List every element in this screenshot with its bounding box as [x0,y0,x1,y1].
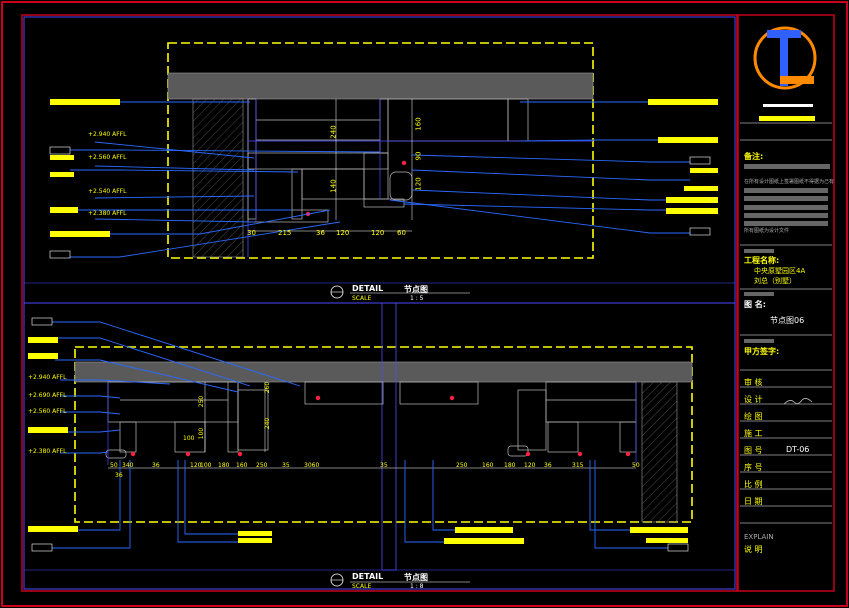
top-wall-hatch [192,98,244,258]
title-block-frame [737,14,835,592]
bottom-dim-h-1: 50 [110,462,118,469]
top-dim-h-3: 36 [316,229,325,237]
bottom-dim-h-12: 250 [456,462,468,469]
bottom-dim-v-3: 100 [198,427,206,440]
bottom-dim-h-14: 180 [504,462,516,469]
top-dim-h-2: 215 [278,229,292,237]
title-block-grid [740,122,832,524]
title-row-label-7: 比 例 [744,480,763,489]
project-line-1: 中央原墅园区4A [754,267,806,275]
title-row-label-6: 序 号 [744,463,763,472]
top-level-4: +2.380 AFFL [88,210,127,217]
top-dim-v-3: 90 [414,151,423,161]
top-dim-v-5: 120 [414,177,423,191]
title-row-label-4: 施 工 [744,429,763,438]
bottom-dim-v-1: 250 [198,395,206,408]
drawing-frame [21,14,738,592]
bottom-dim-h-7: 160 [236,462,248,469]
bottom-dim-h-17: 315 [572,462,584,469]
title-row-label-5: 图 号 [744,446,763,455]
top-dim-h-6: 60 [397,229,406,237]
top-detail [49,42,718,299]
top-scale-label: SCALE [352,295,372,302]
bottom-scale-value: 1 : 8 [410,583,424,590]
bottom-ceiling-slab [74,361,693,383]
bottom-dim-small-1: 36 [115,472,123,479]
bottom-dim-h-4: 120 [190,462,202,469]
top-dim-h-5: 120 [371,229,385,237]
title-row-label-3: 绘 图 [744,412,763,421]
explain-cn: 说 明 [744,545,763,554]
bottom-dim-h-8: 250 [256,462,268,469]
title-row-label-2: 设 计 [744,395,763,404]
top-ceiling-slab [167,72,594,100]
bottom-dim-h-2: 340 [122,462,134,469]
bottom-level-1: +2.940 AFFL [28,374,67,381]
bottom-level-3: +2.560 AFFL [28,408,67,415]
bottom-dim-h-16: 36 [544,462,552,469]
top-level-1: +2.940 AFFL [88,131,127,138]
title-row-label-8: 日 期 [744,497,763,506]
bottom-dim-h-9: 35 [282,462,290,469]
notes-label: 备注: [744,152,764,161]
bottom-dim-h-10: 3060 [304,462,320,469]
bottom-detail-title-cn: 节点图 [404,573,428,582]
bottom-dim-v-4: 240 [264,417,272,430]
bottom-level-4: +2.380 AFFL [28,448,67,455]
top-detail-title: DETAIL [352,284,384,293]
company-logo [753,26,817,121]
drawing-name-value: 节点图06 [770,316,805,325]
title-row-label-1: 审 核 [744,378,763,387]
bottom-dim-h-13: 160 [482,462,494,469]
notes-text: 在所有设计图纸上签署图纸不得据为己有 [744,179,835,185]
explain-en: EXPLAIN [744,533,774,541]
top-dim-v-4: 140 [329,179,338,193]
notes-text-2: 所有图纸为设计文件 [744,228,790,234]
client-sign-label: 甲方签字: [744,347,780,356]
bottom-detail [28,302,693,587]
top-level-3: +2.540 AFFL [88,188,127,195]
top-dim-v-1: 240 [329,125,338,139]
top-level-2: +2.560 AFFL [88,154,127,161]
bottom-dim-h-15: 120 [524,462,536,469]
top-dim-v-2: 160 [414,117,423,131]
drawing-name-label: 图 名: [744,300,766,309]
bottom-detail-title: DETAIL [352,572,384,581]
bottom-dim-h-18: 50 [632,462,640,469]
bottom-dim-h-5: 100 [200,462,212,469]
bottom-dim-small-2: 100 [183,435,195,442]
title-row-value-5: DT-06 [786,445,810,454]
project-line-2: 刘总（别墅） [754,277,796,285]
bottom-dim-h-3: 36 [152,462,160,469]
bottom-dim-h-11: 35 [380,462,388,469]
project-label: 工程名称: [744,256,780,265]
top-dim-h-1: 30 [247,229,256,237]
bottom-dim-v-2: 260 [264,381,272,394]
top-scale-value: 1 : 5 [410,295,424,302]
bottom-dim-h-6: 180 [218,462,230,469]
signature [783,398,813,405]
bottom-scale-label: SCALE [352,583,372,590]
bottom-level-2: +2.690 AFFL [28,392,67,399]
top-detail-title-cn: 节点图 [404,285,428,294]
bottom-wall-hatch [641,381,678,523]
top-dim-h-4: 120 [336,229,350,237]
bottom-detail-viewport [74,346,693,523]
